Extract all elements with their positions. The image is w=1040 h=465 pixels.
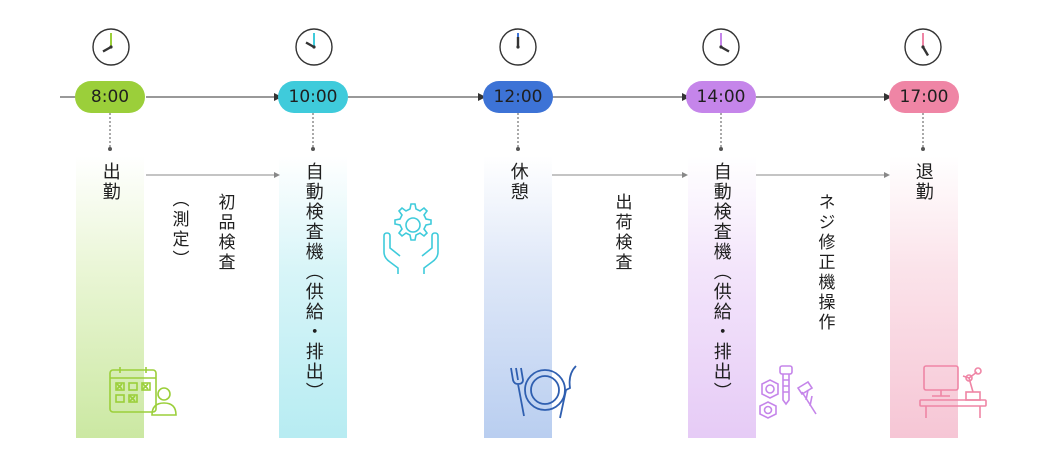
computer-robot-arm-icon [919,365,987,418]
transition-measurement: （測定） [168,190,189,270]
time-pill-2: 10:00 [278,81,348,113]
time-pill-1: 8:00 [75,81,145,113]
clock-icon [702,28,740,66]
clock-icon [499,28,537,66]
clock-icon [295,28,333,66]
time-pill-4: 14:00 [686,81,756,113]
activity-arrive: 出勤 [99,162,121,202]
screw-nut-icon [759,365,817,419]
column-bg-blue [484,156,552,438]
column-bg-pink [890,156,958,438]
column-bg-purple [688,156,756,438]
clock-icon [904,28,942,66]
plate-fork-knife-icon [510,365,577,419]
activity-break: 休憩 [507,162,529,202]
clock-icon [92,28,130,66]
column-bg-cyan [279,156,347,438]
transition-screw-correction: ネジ修正機操作 [814,193,835,333]
time-pill-3: 12:00 [483,81,553,113]
activity-leave: 退勤 [912,162,934,202]
activity-auto-inspection-1: 自動検査機（供給・排出） [302,162,324,402]
transition-shipping-inspection: 出荷検査 [611,193,632,273]
gear-hands-icon [383,203,439,274]
transition-first-article-inspection: 初品検査 [214,193,235,273]
activity-auto-inspection-2: 自動検査機（供給・排出） [710,162,732,402]
schedule-calendar-person-icon [109,367,177,416]
time-pill-5: 17:00 [889,81,959,113]
